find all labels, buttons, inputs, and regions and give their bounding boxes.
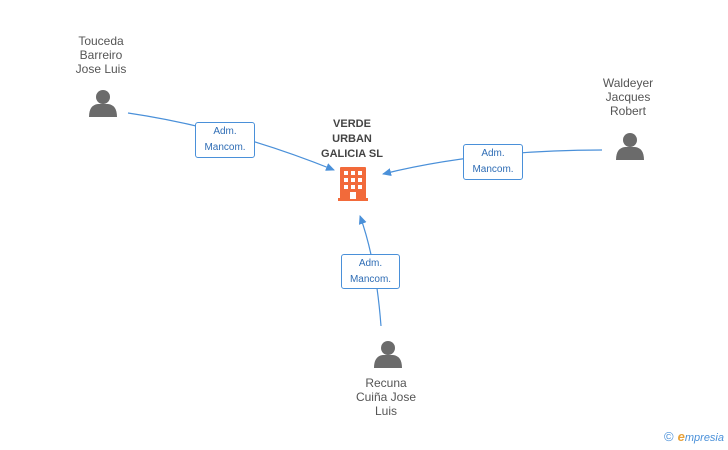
person-name-line: Barreiro	[79, 48, 123, 62]
company-name-line: URBAN	[332, 133, 372, 145]
person-name-line: Jacques	[605, 90, 651, 104]
relation-label-touceda[interactable]: Adm. Mancom.	[195, 122, 255, 158]
person-name-line: Luis	[374, 404, 397, 418]
relation-label-line: Adm.	[213, 126, 237, 137]
relation-label-line: Adm.	[481, 148, 505, 159]
copyright-symbol: ©	[664, 429, 674, 444]
relation-label-line: Mancom.	[349, 274, 392, 285]
brand-name: mpresia	[684, 432, 724, 444]
company-name-line: GALICIA SL	[321, 148, 383, 160]
person-name-line: Recuna	[365, 376, 407, 390]
person-icon[interactable]	[616, 133, 644, 160]
person-name-line: Cuiña Jose	[355, 390, 417, 404]
relation-label-line: Mancom.	[472, 164, 514, 175]
person-name-touceda[interactable]: Touceda Barreiro Jose Luis	[41, 34, 161, 76]
relation-label-waldeyer[interactable]: Adm. Mancom.	[463, 144, 523, 180]
person-name-line: Robert	[609, 104, 647, 118]
relation-label-line: Adm.	[358, 258, 383, 269]
company-name-line: VERDE	[333, 118, 371, 130]
person-name-recuna[interactable]: Recuna Cuiña Jose Luis	[326, 376, 446, 418]
person-name-line: Touceda	[78, 34, 124, 48]
person-icon[interactable]	[374, 341, 402, 368]
building-icon[interactable]	[338, 167, 368, 201]
brand-logo: ©empresia	[664, 429, 724, 444]
person-name-waldeyer[interactable]: Waldeyer Jacques Robert	[568, 76, 688, 118]
company-name[interactable]: VERDE URBAN GALICIA SL	[292, 117, 412, 162]
person-name-line: Waldeyer	[602, 76, 654, 90]
brand-initial: e	[677, 429, 685, 444]
person-icon[interactable]	[89, 90, 117, 117]
person-name-line: Jose Luis	[75, 62, 127, 76]
relation-label-recuna[interactable]: Adm. Mancom.	[341, 254, 400, 289]
relation-label-line: Mancom.	[204, 142, 246, 153]
